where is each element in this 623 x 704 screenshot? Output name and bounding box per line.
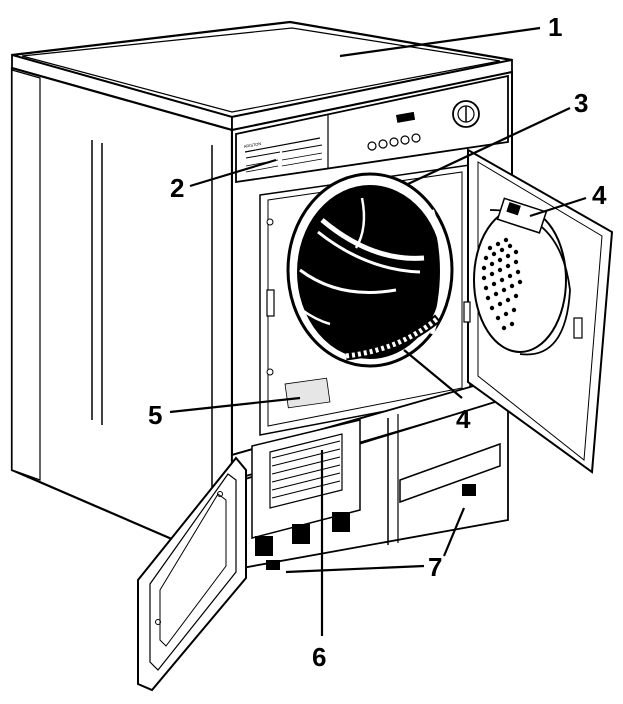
leader-line-1 bbox=[339, 26, 541, 58]
leader-line-7b bbox=[442, 507, 466, 557]
callout-2: 2 bbox=[170, 173, 184, 203]
lint-filter-drum bbox=[345, 314, 441, 361]
water-container bbox=[399, 442, 501, 504]
door-filter-vents bbox=[481, 237, 523, 331]
door-latch bbox=[266, 289, 275, 317]
leader-lines bbox=[169, 26, 587, 636]
callout-5: 5 bbox=[148, 400, 162, 430]
leader-line-5 bbox=[169, 396, 301, 414]
open-dryer-door bbox=[463, 148, 614, 474]
control-buttons bbox=[367, 133, 421, 151]
drum bbox=[286, 172, 454, 368]
leader-line-7 bbox=[285, 564, 425, 574]
callout-3: 3 bbox=[574, 88, 588, 118]
callout-labels: 1 2 3 4 4 5 6 7 bbox=[148, 12, 607, 672]
leader-line-2 bbox=[189, 158, 277, 188]
cabinet-top bbox=[11, 20, 513, 132]
program-label-panel: ARISTON bbox=[243, 137, 323, 173]
leader-line-4b bbox=[403, 349, 463, 399]
program-dial bbox=[452, 100, 480, 128]
condenser-unit bbox=[251, 419, 361, 556]
door-handle bbox=[573, 317, 583, 339]
callout-7: 7 bbox=[428, 552, 442, 582]
lower-compartment bbox=[241, 396, 509, 570]
cabinet-side-panel bbox=[10, 66, 234, 567]
callout-4-door-filter: 4 bbox=[592, 180, 607, 210]
digital-display bbox=[396, 111, 416, 123]
callout-4-drum-filter: 4 bbox=[456, 404, 471, 434]
leader-line-3 bbox=[407, 107, 571, 185]
panel-brand-text: ARISTON bbox=[243, 141, 261, 149]
rating-label bbox=[284, 377, 331, 409]
callout-1: 1 bbox=[548, 12, 562, 42]
open-kickplate-door bbox=[137, 456, 247, 692]
leader-line-4a bbox=[529, 196, 587, 218]
callout-6: 6 bbox=[312, 642, 326, 672]
rear-foot bbox=[462, 484, 476, 496]
cabinet-front: ARISTON bbox=[231, 70, 513, 482]
door-filter-housing bbox=[473, 197, 571, 356]
front-foot bbox=[266, 560, 280, 570]
